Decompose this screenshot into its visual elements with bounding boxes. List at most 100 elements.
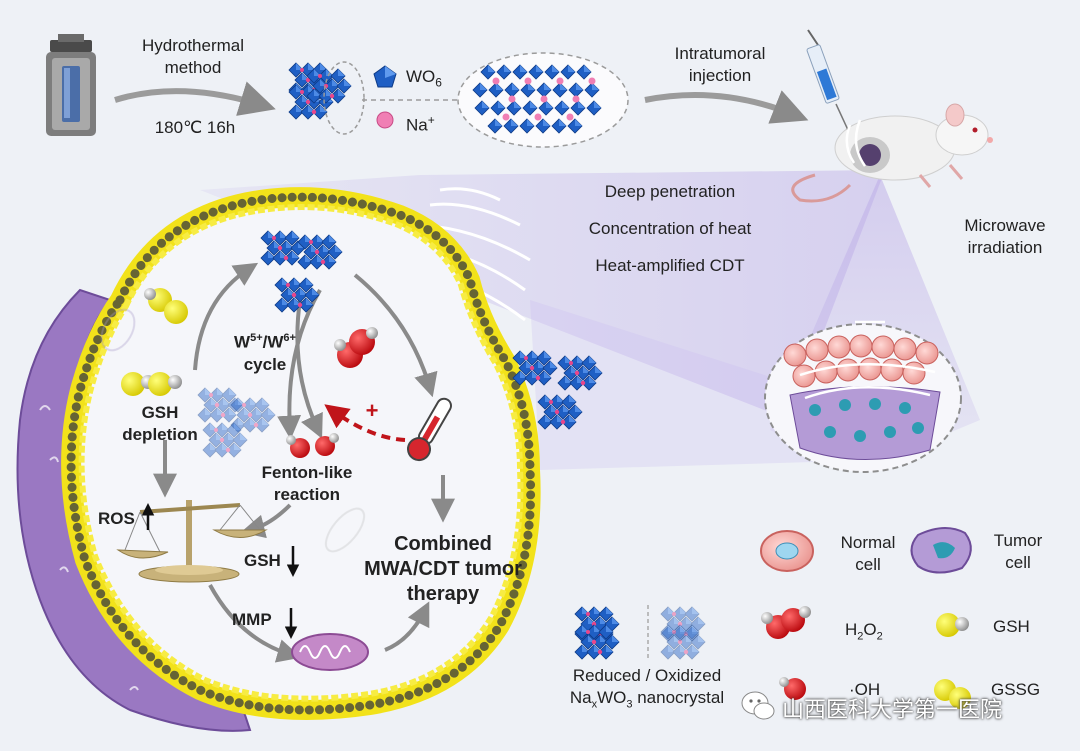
gsh-depletion-label: GSH depletion <box>110 402 210 446</box>
w-cycle-sup2: 6+ <box>283 332 296 344</box>
na-superscript: + <box>427 113 435 127</box>
gsh-depletion-line2: depletion <box>122 425 198 444</box>
legend-tumor-line2: cell <box>1005 553 1031 572</box>
microwave-line2: irradiation <box>967 238 1043 257</box>
hydrothermal-line2: method <box>164 58 222 77</box>
thermometer-icon <box>407 397 452 462</box>
mitochondria-icon <box>291 633 369 671</box>
h2o2-molecule-icon <box>334 327 378 368</box>
w-cycle-line1: W5+/W6+ <box>215 327 315 354</box>
legend-h2o2-icon <box>761 606 811 639</box>
feature-heat-amplified-cdt: Heat-amplified CDT <box>595 256 745 275</box>
nanocrystal-cluster-icon <box>289 63 351 119</box>
syringe-icon <box>806 29 849 131</box>
wo6-subscript: 6 <box>435 75 442 90</box>
hydrothermal-label: Hydrothermal method <box>128 35 258 79</box>
injection-line2: injection <box>688 66 752 85</box>
lattice-crystals <box>472 64 602 134</box>
legend-tumor-cell-icon <box>910 527 972 574</box>
wo6-label: WO6 <box>406 66 442 93</box>
watermark: 山西医科大学第一医院 <box>738 686 1068 726</box>
legend-nano-na: Na <box>569 688 592 707</box>
balance-scale-icon <box>116 500 268 583</box>
legend-gssg-icon <box>934 679 971 709</box>
heat-plus-sign: + <box>365 398 379 423</box>
legend-nano-3: 3 <box>626 698 633 711</box>
legend-tumor-line1: Tumor <box>993 531 1043 550</box>
process-arrows <box>153 262 455 663</box>
w-cycle-w5: W <box>234 332 251 352</box>
na-text: Na <box>406 115 428 135</box>
legend-nano-wo: WO <box>597 688 627 707</box>
autoclave-icon <box>46 34 96 136</box>
microwave-line1: Microwave <box>964 216 1046 235</box>
w-cycle-w6: /W <box>262 332 284 352</box>
na-label: Na+ <box>406 109 435 137</box>
mmp-label: MMP <box>232 610 272 629</box>
injection-arrow <box>644 90 809 124</box>
faded-mitochondria-icon <box>100 308 366 553</box>
wo6-text: WO <box>406 67 436 86</box>
injection-line1: Intratumoral <box>674 44 766 63</box>
legend-gsh-label: GSH <box>993 617 1030 636</box>
feature-deep-penetration: Deep penetration <box>604 182 736 201</box>
legend-h2o2-o: O <box>863 620 877 639</box>
w-cycle-line2: cycle <box>243 354 287 374</box>
legend-oh-icon <box>779 677 806 700</box>
watermark-text: 山西医科大学第一医院 <box>782 698 1003 723</box>
gsh-molecule-icon <box>121 372 182 396</box>
w-cycle-sup1: 5+ <box>250 332 263 344</box>
condition-label: 180℃ 16h <box>154 118 236 137</box>
heat-arrow <box>324 404 406 442</box>
therapy-line2: MWA/CDT tumor <box>364 558 522 580</box>
therapy-line3: therapy <box>406 583 480 605</box>
therapy-label: Combined MWA/CDT tumor therapy <box>348 532 538 607</box>
legend-nanocrystal-label: Reduced / Oxidized NaxWO3 nanocrystal <box>552 665 742 715</box>
legend-h2o2-sub2: 2 <box>876 630 883 643</box>
legend-oh-label: ·OH <box>849 680 881 699</box>
gssg-molecule-icon <box>144 288 188 324</box>
legend-nanocrystal-reduced-icon <box>575 607 619 659</box>
legend-nanocrystal-oxidized-icon <box>661 607 705 659</box>
wo6-octahedron-icon <box>373 65 397 88</box>
legend-nano-line2: NaxWO3 nanocrystal <box>552 687 742 715</box>
gsh-depletion-line1: GSH <box>141 403 179 422</box>
legend-nano-line1: Reduced / Oxidized <box>572 666 722 685</box>
legend-normal-line2: cell <box>855 555 881 574</box>
fenton-line2: reaction <box>273 485 341 504</box>
microwave-label: Microwave irradiation <box>940 215 1070 259</box>
membrane-inner-line <box>78 204 524 702</box>
w-cycle-label: W5+/W6+ cycle <box>215 327 315 376</box>
legend-normal-cell-icon <box>760 530 814 572</box>
legend-nano-x: x <box>591 698 598 711</box>
legend-h2o2-sub1: 2 <box>857 630 864 643</box>
hydrothermal-line1: Hydrothermal <box>141 36 245 55</box>
therapy-line1: Combined <box>394 533 492 555</box>
injection-label: Intratumoral injection <box>655 43 785 87</box>
fenton-line1: Fenton-like <box>261 463 353 482</box>
legend-h2o2-label: H2O2 <box>845 619 883 647</box>
tissue-folds <box>39 405 139 691</box>
wechat-icon <box>741 691 775 720</box>
legend-normal-cell-label: Normal cell <box>828 532 908 576</box>
cluster-outline <box>323 61 365 135</box>
tissue-wave-lines <box>799 320 936 400</box>
na-ion-icon <box>376 111 394 129</box>
hydroxyl-radical-icon <box>286 433 339 458</box>
gsh-label: GSH <box>244 551 281 570</box>
legend-tumor-cell-label: Tumor cell <box>978 530 1058 574</box>
legend-nano-suffix: nanocrystal <box>632 688 725 707</box>
ros-label: ROS <box>98 509 135 528</box>
legend-h2o2-h: H <box>845 620 858 639</box>
legend-gssg-label: GSSG <box>991 680 1041 699</box>
microwave-waves <box>845 119 867 167</box>
tumor-cell-layer <box>789 386 941 460</box>
fenton-label: Fenton-like reaction <box>252 462 362 506</box>
legend-normal-line1: Normal <box>840 533 896 552</box>
synthesis-arrow <box>114 81 276 116</box>
legend-gsh-icon <box>936 613 969 637</box>
membrane-beads-outer <box>66 192 536 715</box>
feature-concentration-heat: Concentration of heat <box>588 219 752 238</box>
